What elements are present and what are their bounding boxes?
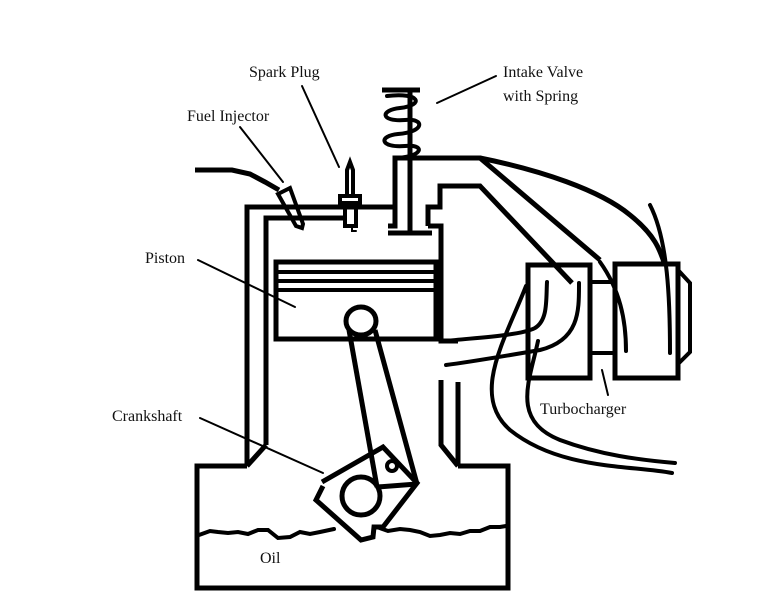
oil-surface bbox=[197, 524, 508, 541]
intake-valve bbox=[382, 87, 432, 236]
cylinder-right-wall bbox=[388, 155, 602, 468]
label-intake-valve-line1: Intake Valve bbox=[503, 64, 583, 81]
label-turbocharger: Turbocharger bbox=[540, 401, 627, 418]
connecting-rod bbox=[343, 304, 420, 488]
valve-spring bbox=[382, 93, 422, 160]
spark-plug bbox=[338, 156, 362, 232]
turbocharger bbox=[444, 155, 692, 475]
leader-fuel-injector bbox=[239, 126, 284, 183]
leader-crankshaft bbox=[199, 417, 324, 474]
piston bbox=[273, 259, 439, 342]
label-oil: Oil bbox=[260, 550, 281, 567]
leader-piston bbox=[197, 259, 296, 308]
leader-turbocharger bbox=[601, 369, 609, 396]
leader-spark-plug bbox=[301, 85, 340, 168]
label-intake-valve-line2: with Spring bbox=[503, 88, 578, 105]
label-crankshaft: Crankshaft bbox=[112, 408, 183, 425]
label-spark-plug: Spark Plug bbox=[249, 64, 320, 81]
label-piston: Piston bbox=[145, 250, 185, 267]
fuel-injector bbox=[195, 167, 306, 231]
crankcase bbox=[194, 463, 511, 591]
label-fuel-injector: Fuel Injector bbox=[187, 108, 270, 125]
leader-lines bbox=[197, 75, 609, 474]
leader-intake-valve bbox=[436, 75, 497, 104]
crankshaft bbox=[312, 443, 421, 543]
